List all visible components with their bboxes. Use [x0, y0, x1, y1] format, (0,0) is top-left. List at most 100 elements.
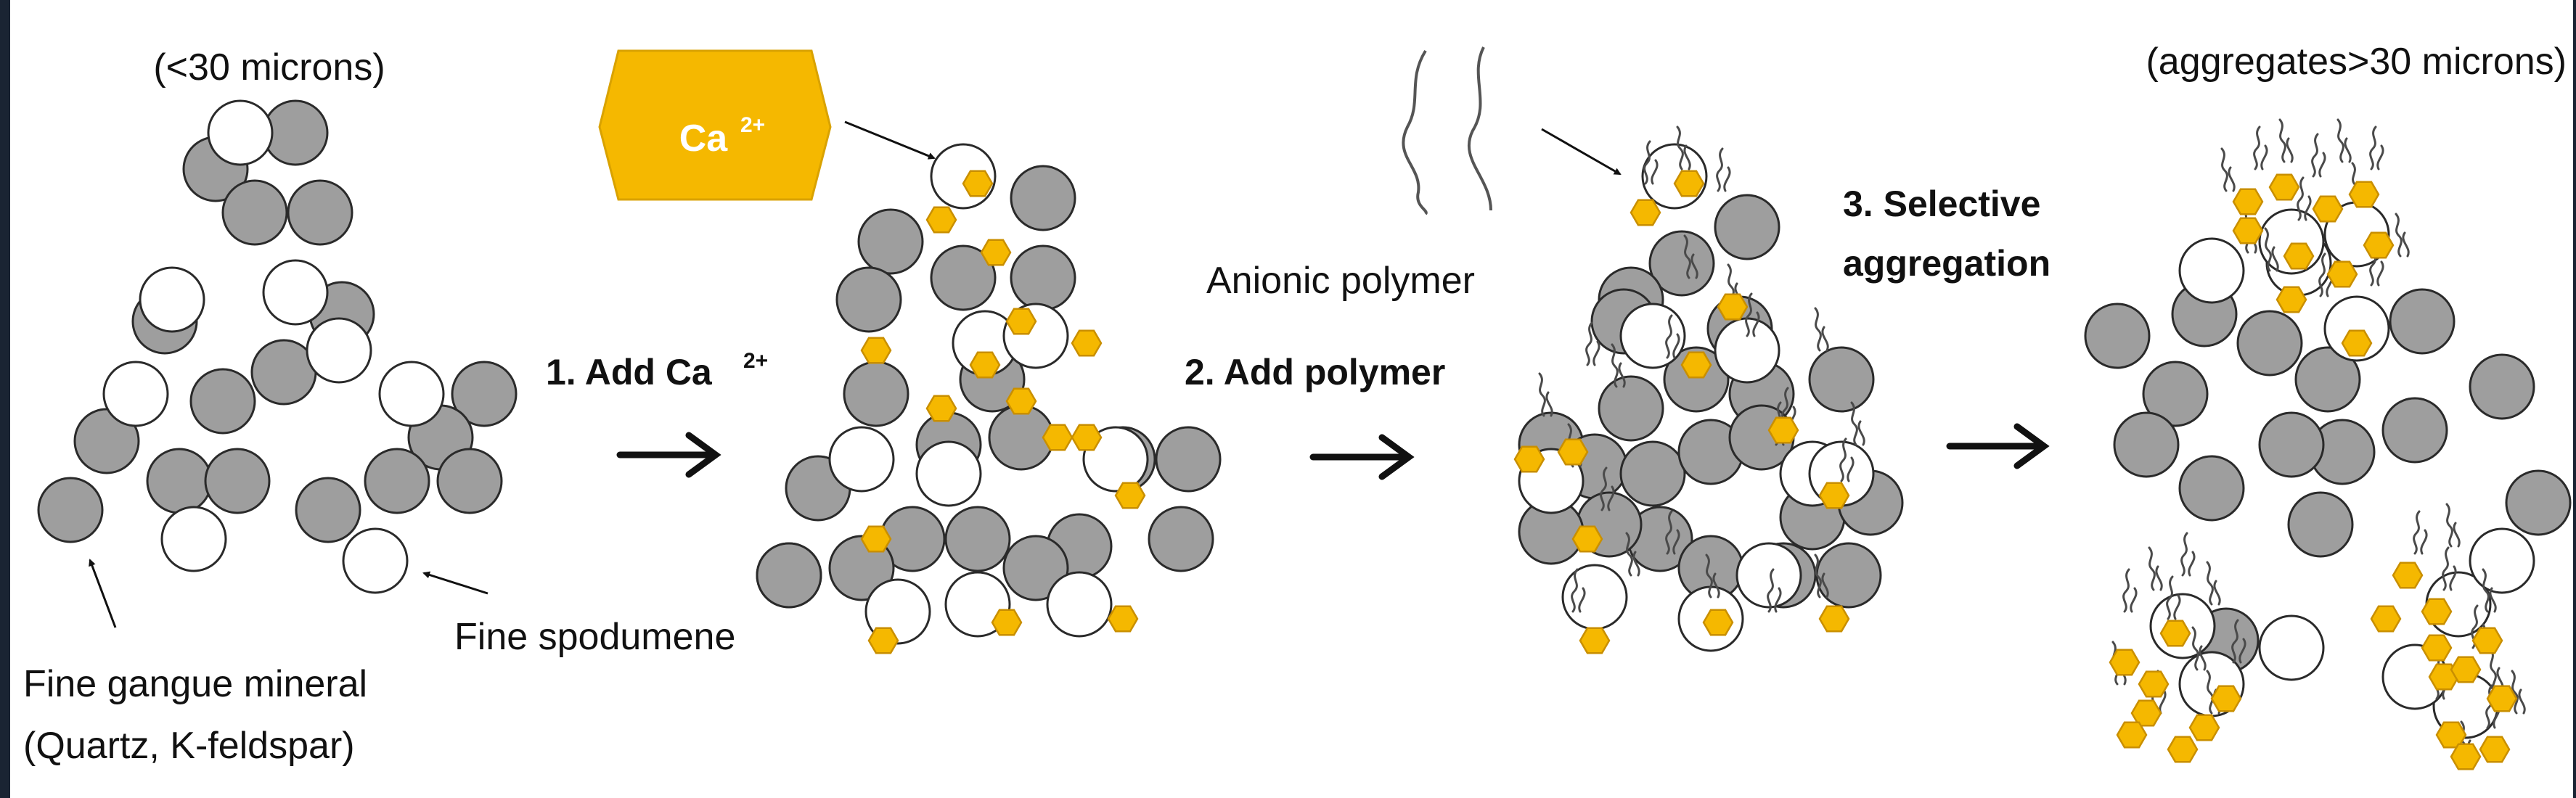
step1-label: 1. Add Ca: [546, 352, 713, 392]
spodumene-particle: [306, 317, 372, 384]
calcium-ion-icon: Ca 2+: [598, 49, 832, 201]
polymer-chain: [2336, 118, 2352, 163]
spodumene-particle: [2258, 614, 2325, 681]
calcium-ion-label: Ca: [679, 118, 729, 160]
gangue-particle: [2287, 491, 2354, 558]
gangue-particle: [2381, 397, 2448, 464]
calcium-ion: [1107, 605, 1139, 633]
gangue-particle: [451, 361, 518, 427]
calcium-ion: [867, 627, 899, 654]
calcium-ion: [2326, 260, 2358, 288]
spodumene-particle: [139, 266, 205, 333]
calcium-ion: [2188, 714, 2220, 741]
calcium-ion: [2138, 670, 2170, 698]
spodumene-particle: [1046, 571, 1113, 638]
calcium-ion: [2232, 188, 2264, 215]
calcium-ion: [1630, 199, 1661, 226]
step3-label: 3. Selective: [1843, 184, 2040, 224]
polymer-chain: [1571, 568, 1586, 613]
calcium-ion: [1579, 627, 1611, 654]
polymer-chain: [2166, 575, 2181, 620]
calcium-ion: [2450, 656, 2482, 683]
calcium-ion: [1005, 308, 1037, 335]
polymer-chain: [2220, 147, 2236, 192]
gangue-particle: [2236, 310, 2303, 377]
gangue-particle: [843, 361, 909, 427]
step3-label-2: aggregation: [1843, 243, 2050, 284]
polymer-chain: [1745, 292, 1760, 337]
polymer-chain: [2395, 213, 2410, 258]
spodumene-particle: [342, 527, 409, 594]
polymer-chain: [2442, 546, 2457, 591]
gangue-particle: [756, 542, 822, 609]
gangue-particle: [1002, 535, 1069, 601]
anionic-polymer-label: Anionic polymer: [1206, 260, 1475, 302]
polymer-chain: [1585, 321, 1600, 366]
calcium-ion: [1571, 525, 1603, 553]
polymer-chain: [2253, 126, 2268, 170]
polymer-chain: [1814, 307, 1829, 352]
calcium-ion: [991, 609, 1023, 636]
calcium-ion: [2471, 627, 2503, 654]
polymer-chain: [1611, 343, 1626, 388]
step1-charge: 2+: [743, 349, 768, 373]
calcium-ion: [1071, 424, 1103, 451]
polymer-chain: [1767, 568, 1782, 613]
step1-arrow: [616, 432, 721, 478]
calcium-ion: [2341, 329, 2373, 357]
calcium-ion: [1513, 445, 1545, 473]
size-label-small: (<30 microns): [153, 46, 385, 89]
spodumene-particle: [828, 426, 895, 493]
gangue-particle: [364, 448, 430, 514]
calcium-ion: [2268, 173, 2300, 201]
spodumene-particle: [378, 361, 445, 427]
spodumene-particle: [1735, 542, 1802, 609]
gangue-particle: [835, 266, 902, 333]
gangue-particle: [221, 179, 288, 246]
gangue-minerals-label: (Quartz, K-feldspar): [23, 725, 355, 767]
gangue-particle: [1619, 440, 1686, 507]
gangue-particle: [857, 208, 924, 275]
flotation-diagram: Ca 2+ (<30 microns) (aggregates>30 micro…: [23, 41, 2572, 770]
gangue-label: Fine gangue mineral: [23, 663, 367, 705]
calcium-ion: [1717, 293, 1749, 321]
spodumene-particle: [2323, 295, 2390, 362]
polymer-chain: [1625, 532, 1640, 577]
gangue-particle: [146, 448, 213, 514]
calcium-ion: [969, 351, 1001, 379]
polymer-chain: [2413, 510, 2428, 555]
polymer-chain: [1600, 466, 1615, 511]
pointer-arrows: [89, 120, 1622, 628]
spodumene-particle: [2178, 237, 2245, 304]
gangue-particle: [930, 244, 997, 311]
calcium-ion: [860, 525, 892, 553]
polymer-chain: [2206, 561, 2221, 606]
calcium-ion: [2363, 231, 2395, 259]
calcium-ion: [1042, 424, 1074, 451]
polymer-chain: [2369, 126, 2384, 170]
calcium-ion: [2276, 286, 2307, 313]
calcium-ion: [2348, 181, 2380, 208]
gangue-particle: [37, 477, 104, 543]
polymer-chain: [1814, 554, 1829, 598]
gangue-particle: [1598, 375, 1664, 442]
calcium-ion: [1702, 609, 1734, 636]
process-arrows: [616, 423, 2050, 480]
calcium-ion: [2109, 649, 2140, 676]
calcium-ions: [860, 170, 2518, 770]
gangue-particle: [1714, 194, 1780, 260]
calcium-ion: [2392, 562, 2424, 589]
calcium-ion: [2421, 598, 2453, 625]
size-label-aggregates: (aggregates>30 microns): [2146, 41, 2567, 83]
gangue-particle: [2258, 411, 2325, 478]
spodumene-particle: [207, 99, 274, 166]
polymer-chain: [2191, 626, 2207, 671]
diagram-panel: Ca 2+ (<30 microns) (aggregates>30 micro…: [10, 0, 2573, 798]
polymer-chain: [2511, 670, 2526, 715]
calcium-ion: [2312, 195, 2344, 223]
polymer-chain: [1705, 554, 1720, 598]
gangue-particle: [944, 506, 1011, 572]
polymer-chain: [2482, 568, 2497, 613]
polymer-chain: [2311, 133, 2326, 178]
calcium-ion: [1818, 605, 1850, 633]
